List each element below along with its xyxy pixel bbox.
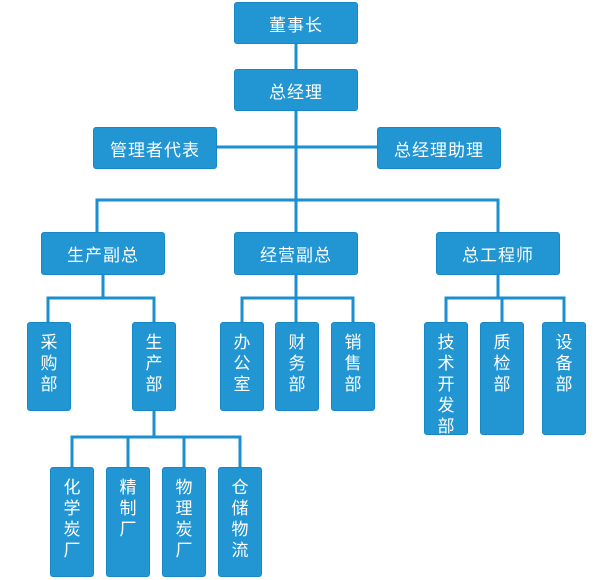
node-label: 化学炭厂 [63, 478, 81, 561]
node-label: 管理者代表 [110, 140, 200, 161]
node-office: 办公室 [220, 322, 264, 411]
node-general-manager: 总经理 [234, 69, 358, 111]
node-sales: 销售部 [331, 322, 375, 411]
node-management-representative: 管理者代表 [93, 127, 217, 169]
connector-plants-branch [70, 409, 242, 469]
node-label: 采购部 [40, 333, 58, 395]
node-label: 财务部 [288, 333, 306, 395]
node-label: 生产副总 [67, 246, 139, 266]
node-label: 仓储物流 [231, 478, 249, 561]
node-quality-inspection: 质检部 [480, 322, 524, 435]
node-gm-assistant: 总经理助理 [377, 127, 501, 169]
node-label: 精制厂 [119, 478, 137, 540]
node-vp-operations: 经营副总 [234, 232, 358, 275]
node-refining-plant: 精制厂 [106, 467, 150, 577]
node-label: 技术开发部 [437, 333, 455, 437]
node-label: 总经理 [269, 82, 323, 103]
node-warehouse-logistics: 仓储物流 [218, 467, 262, 577]
connector-operations-branch [240, 274, 355, 324]
node-production-dept: 生产部 [132, 322, 176, 411]
node-technology-dev: 技术开发部 [424, 322, 468, 437]
node-label: 总经理助理 [394, 140, 484, 161]
node-label: 物理炭厂 [175, 478, 193, 561]
connector-engineering-branch [444, 274, 566, 324]
node-label: 生产部 [145, 333, 163, 395]
node-label: 销售部 [344, 333, 362, 395]
node-vp-production: 生产副总 [41, 232, 165, 275]
node-label: 质检部 [493, 333, 511, 395]
connector-production-branch [46, 274, 156, 324]
node-label: 经营副总 [260, 246, 332, 266]
node-chairman: 董事长 [234, 2, 358, 44]
connector-vp-drops [95, 198, 500, 234]
node-procurement: 采购部 [27, 322, 71, 411]
node-finance: 财务部 [275, 322, 319, 411]
node-equipment: 设备部 [542, 322, 586, 435]
node-label: 办公室 [233, 333, 251, 395]
node-chief-engineer: 总工程师 [436, 232, 560, 275]
node-label: 设备部 [555, 333, 573, 395]
node-label: 总工程师 [462, 246, 534, 266]
node-label: 董事长 [269, 15, 323, 36]
node-physical-carbon-plant: 物理炭厂 [162, 467, 206, 577]
node-chemical-carbon-plant: 化学炭厂 [50, 467, 94, 577]
